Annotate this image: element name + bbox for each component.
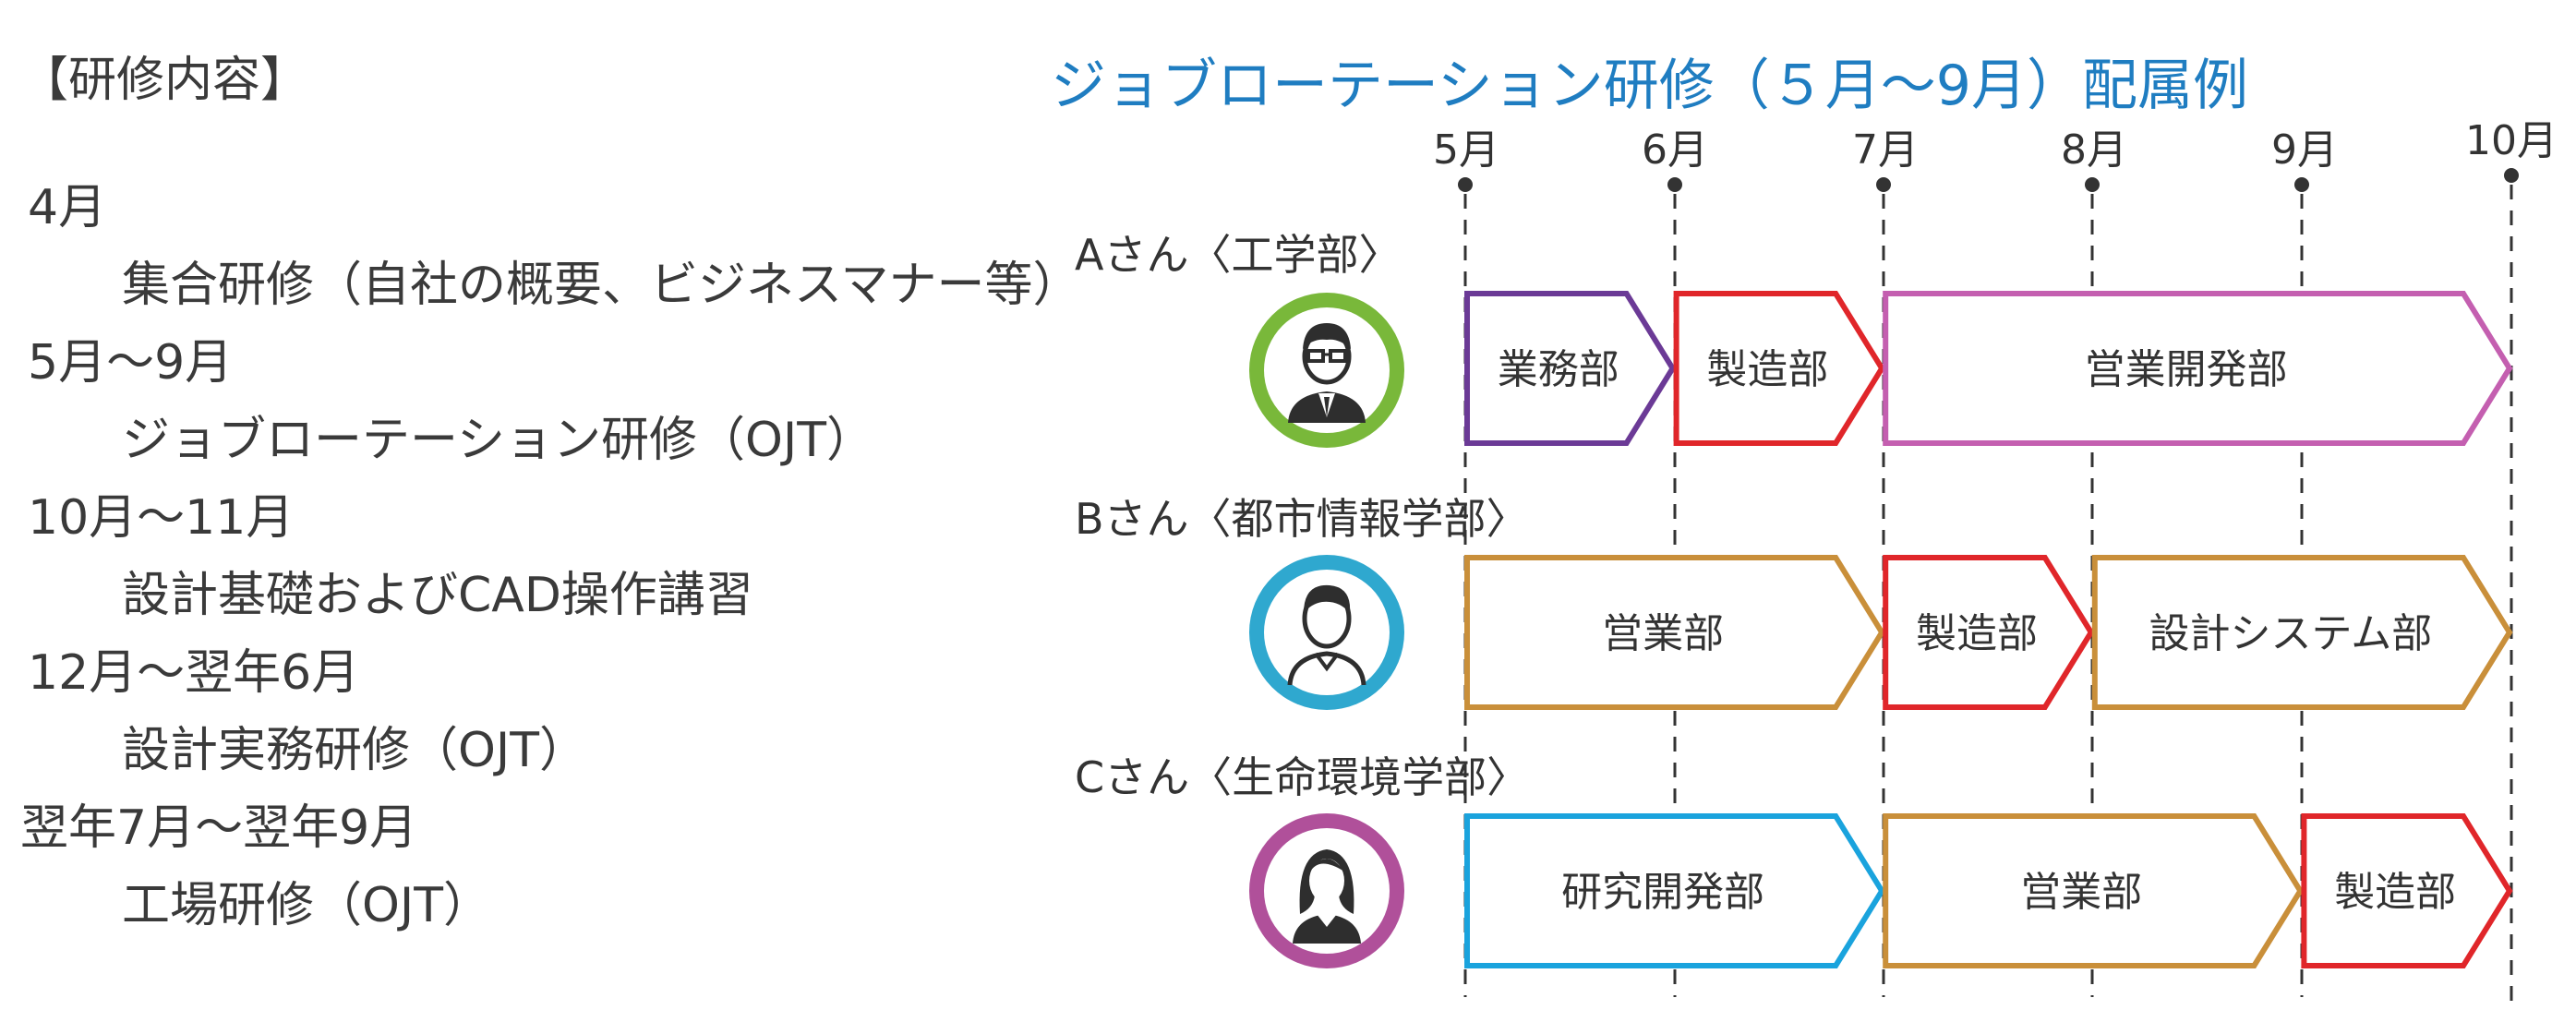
schedule-detail-4: 設計実務研修（OJT）: [122, 723, 588, 778]
person-1-assignment-3-arrow: [1883, 291, 2513, 446]
month-label-june: 6月: [1642, 126, 1708, 174]
person-a-avatar: [1249, 293, 1404, 448]
month-label-july: 7月: [1852, 126, 1919, 174]
month-dot-may: [1458, 177, 1473, 192]
training-contents-title: 【研修内容】: [20, 53, 309, 108]
schedule-detail-2: ジョブローテーション研修（OJT）: [122, 413, 874, 468]
person-3-assignment-2-label: 営業部: [2020, 869, 2142, 916]
woman-icon: [1293, 849, 1361, 944]
month-label-september: 9月: [2271, 126, 2338, 174]
month-dot-august: [2085, 177, 2100, 192]
person-c-label: Cさん〈生命環境学部〉: [1075, 752, 1530, 802]
person-3-assignment-1-label: 研究開発部: [1561, 869, 1764, 916]
person-2-assignment-1-label: 営業部: [1602, 610, 1724, 657]
schedule-detail-1: 集合研修（自社の概要、ビジネスマナー等）: [122, 258, 1081, 313]
schedule-detail-3: 設計基礎およびCAD操作講習: [122, 568, 753, 623]
person-1-assignment-1-arrow: [1464, 291, 1677, 446]
person-b-label: Bさん〈都市情報学部〉: [1075, 494, 1529, 544]
month-dot-july: [1876, 177, 1891, 192]
person-3-assignment-1-arrow: [1464, 813, 1885, 968]
schedule-period-5: 翌年7月～翌年9月: [20, 800, 418, 856]
person-a-label: Aさん〈工学部〉: [1075, 230, 1402, 280]
person-1-assignment-2-label: 製造部: [1706, 346, 1828, 393]
schedule-period-4: 12月～翌年6月: [28, 645, 360, 701]
rotation-arrows: 業務部製造部営業開発部営業部製造部設計システム部研究開発部営業部製造部: [1464, 291, 2513, 968]
person-3-assignment-2-arrow: [1883, 813, 2304, 968]
person-1-assignment-3-label: 営業開発部: [2085, 346, 2288, 393]
person-c-avatar: [1249, 813, 1404, 968]
rotation-diagram-title: ジョブローテーション研修（５月～9月）配属例: [1051, 54, 2248, 118]
man-with-glasses-icon: [1288, 323, 1366, 423]
person-1-assignment-1-label: 業務部: [1498, 346, 1619, 393]
person-2-assignment-2-arrow: [1883, 555, 2095, 710]
month-label-october: 10月: [2465, 117, 2558, 164]
month-label-may: 5月: [1433, 126, 1499, 174]
person-1-assignment-2-arrow: [1673, 291, 1885, 446]
person-2-assignment-3-arrow: [2091, 555, 2513, 710]
schedule-period-1: 4月: [28, 180, 107, 235]
person-3-assignment-3-label: 製造部: [2334, 869, 2456, 916]
schedule-detail-5: 工場研修（OJT）: [122, 878, 492, 933]
schedule-period-2: 5月～9月: [28, 335, 234, 391]
month-dot-october: [2504, 168, 2519, 183]
month-dot-september: [2294, 177, 2309, 192]
person-2-assignment-3-label: 設計システム部: [2149, 610, 2433, 657]
person-b-avatar: [1249, 555, 1404, 710]
person-2-assignment-2-label: 製造部: [1916, 610, 2038, 657]
month-dot-june: [1667, 177, 1682, 192]
person-2-assignment-1-arrow: [1464, 555, 1885, 710]
schedule-period-3: 10月～11月: [28, 490, 295, 546]
person-3-assignment-3-arrow: [2301, 813, 2513, 968]
man-icon: [1287, 584, 1366, 686]
month-label-august: 8月: [2061, 126, 2127, 174]
